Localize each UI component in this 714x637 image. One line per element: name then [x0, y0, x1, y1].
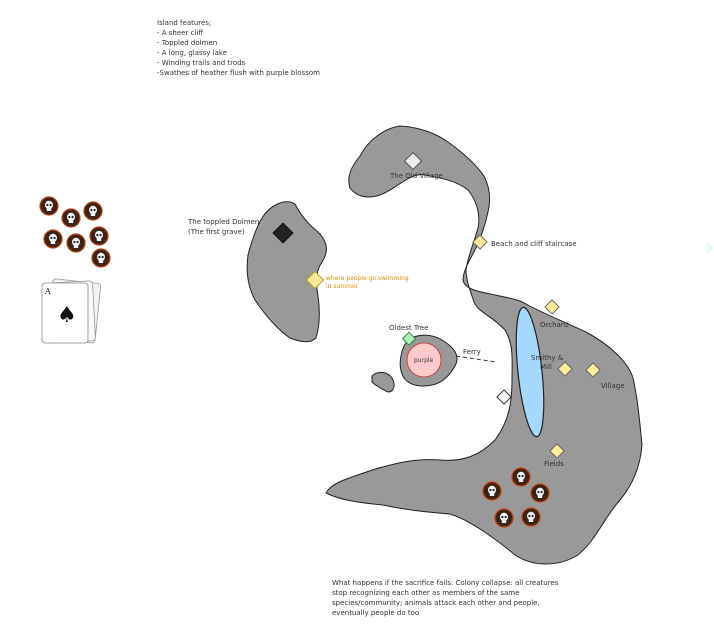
notes-heading: Island features; — [157, 19, 212, 27]
dolmen-sublabel: (The first grave) — [188, 228, 245, 236]
feature-4: - Winding trails and trods — [157, 59, 246, 67]
feature-5: -Swathes of heather flush with purple bl… — [157, 69, 320, 77]
lake — [515, 306, 545, 438]
main-island — [325, 125, 643, 565]
skull-token-icon[interactable] — [91, 248, 111, 268]
feature-3: - A long, glassy lake — [157, 49, 228, 57]
token-group-left — [39, 196, 111, 268]
skull-token-icon[interactable] — [61, 208, 81, 228]
orchard-marker[interactable] — [544, 299, 560, 315]
skull-token-icon[interactable] — [43, 229, 63, 249]
skull-token-icon[interactable] — [66, 233, 86, 253]
mill-label: Mill — [540, 363, 552, 371]
old-village-label: The Old Village — [389, 172, 443, 180]
skull-token-icon[interactable] — [494, 508, 514, 528]
swimming-sublabel: in summer — [326, 283, 359, 290]
purple-circle[interactable] — [406, 342, 442, 378]
oldest-tree-label: Oldest Tree — [389, 324, 428, 332]
beach-label: Beach and cliff staircase — [491, 240, 577, 248]
oldest-tree-marker[interactable] — [401, 331, 417, 346]
old-village-marker[interactable] — [403, 151, 423, 171]
island-features-notes: Island features; - A sheer cliff - Toppled… — [157, 18, 320, 78]
feature-2: - Toppled dolmen — [157, 39, 218, 47]
orchard-label: Orchard — [540, 321, 568, 329]
ferry-route — [455, 355, 497, 363]
smithy-marker[interactable] — [557, 361, 573, 377]
smithy-label: Smithy & — [531, 354, 564, 362]
skull-token-icon[interactable] — [89, 226, 109, 246]
swimming-label: where people go swimming — [326, 275, 409, 282]
feature-1: - A sheer cliff — [157, 29, 204, 37]
dolmen-label: The toppled Dolmen — [187, 218, 259, 226]
dolmen-marker[interactable] — [272, 222, 294, 244]
swimming-marker[interactable] — [305, 270, 325, 290]
skull-token-icon[interactable] — [530, 483, 550, 503]
fields-label: Fields — [544, 460, 564, 468]
islet — [371, 371, 395, 393]
sacrifice-note: What happens if the sacrifice fails: Col… — [332, 579, 559, 617]
west-island — [246, 201, 327, 343]
village-label: Village — [601, 382, 625, 390]
skull-token-icon[interactable] — [39, 196, 59, 216]
playing-card-stack[interactable]: A ♠ — [41, 278, 102, 344]
card-suit: ♠ — [57, 303, 77, 328]
skull-token-icon[interactable] — [83, 201, 103, 221]
skull-token-icon[interactable] — [511, 467, 531, 487]
purple-label: purple — [414, 357, 434, 364]
token-group-bottom — [482, 467, 550, 528]
ferry-label: Ferry — [463, 348, 481, 356]
skull-token-icon[interactable] — [521, 507, 541, 527]
edge-fragment — [707, 242, 714, 254]
skull-token-icon[interactable] — [482, 481, 502, 501]
ferry-dock-marker[interactable] — [496, 389, 512, 405]
village-marker[interactable] — [585, 362, 601, 378]
card-rank: A — [44, 287, 51, 296]
fields-marker[interactable] — [549, 443, 565, 459]
beach-marker[interactable] — [472, 234, 488, 250]
playing-card-front — [41, 282, 89, 344]
